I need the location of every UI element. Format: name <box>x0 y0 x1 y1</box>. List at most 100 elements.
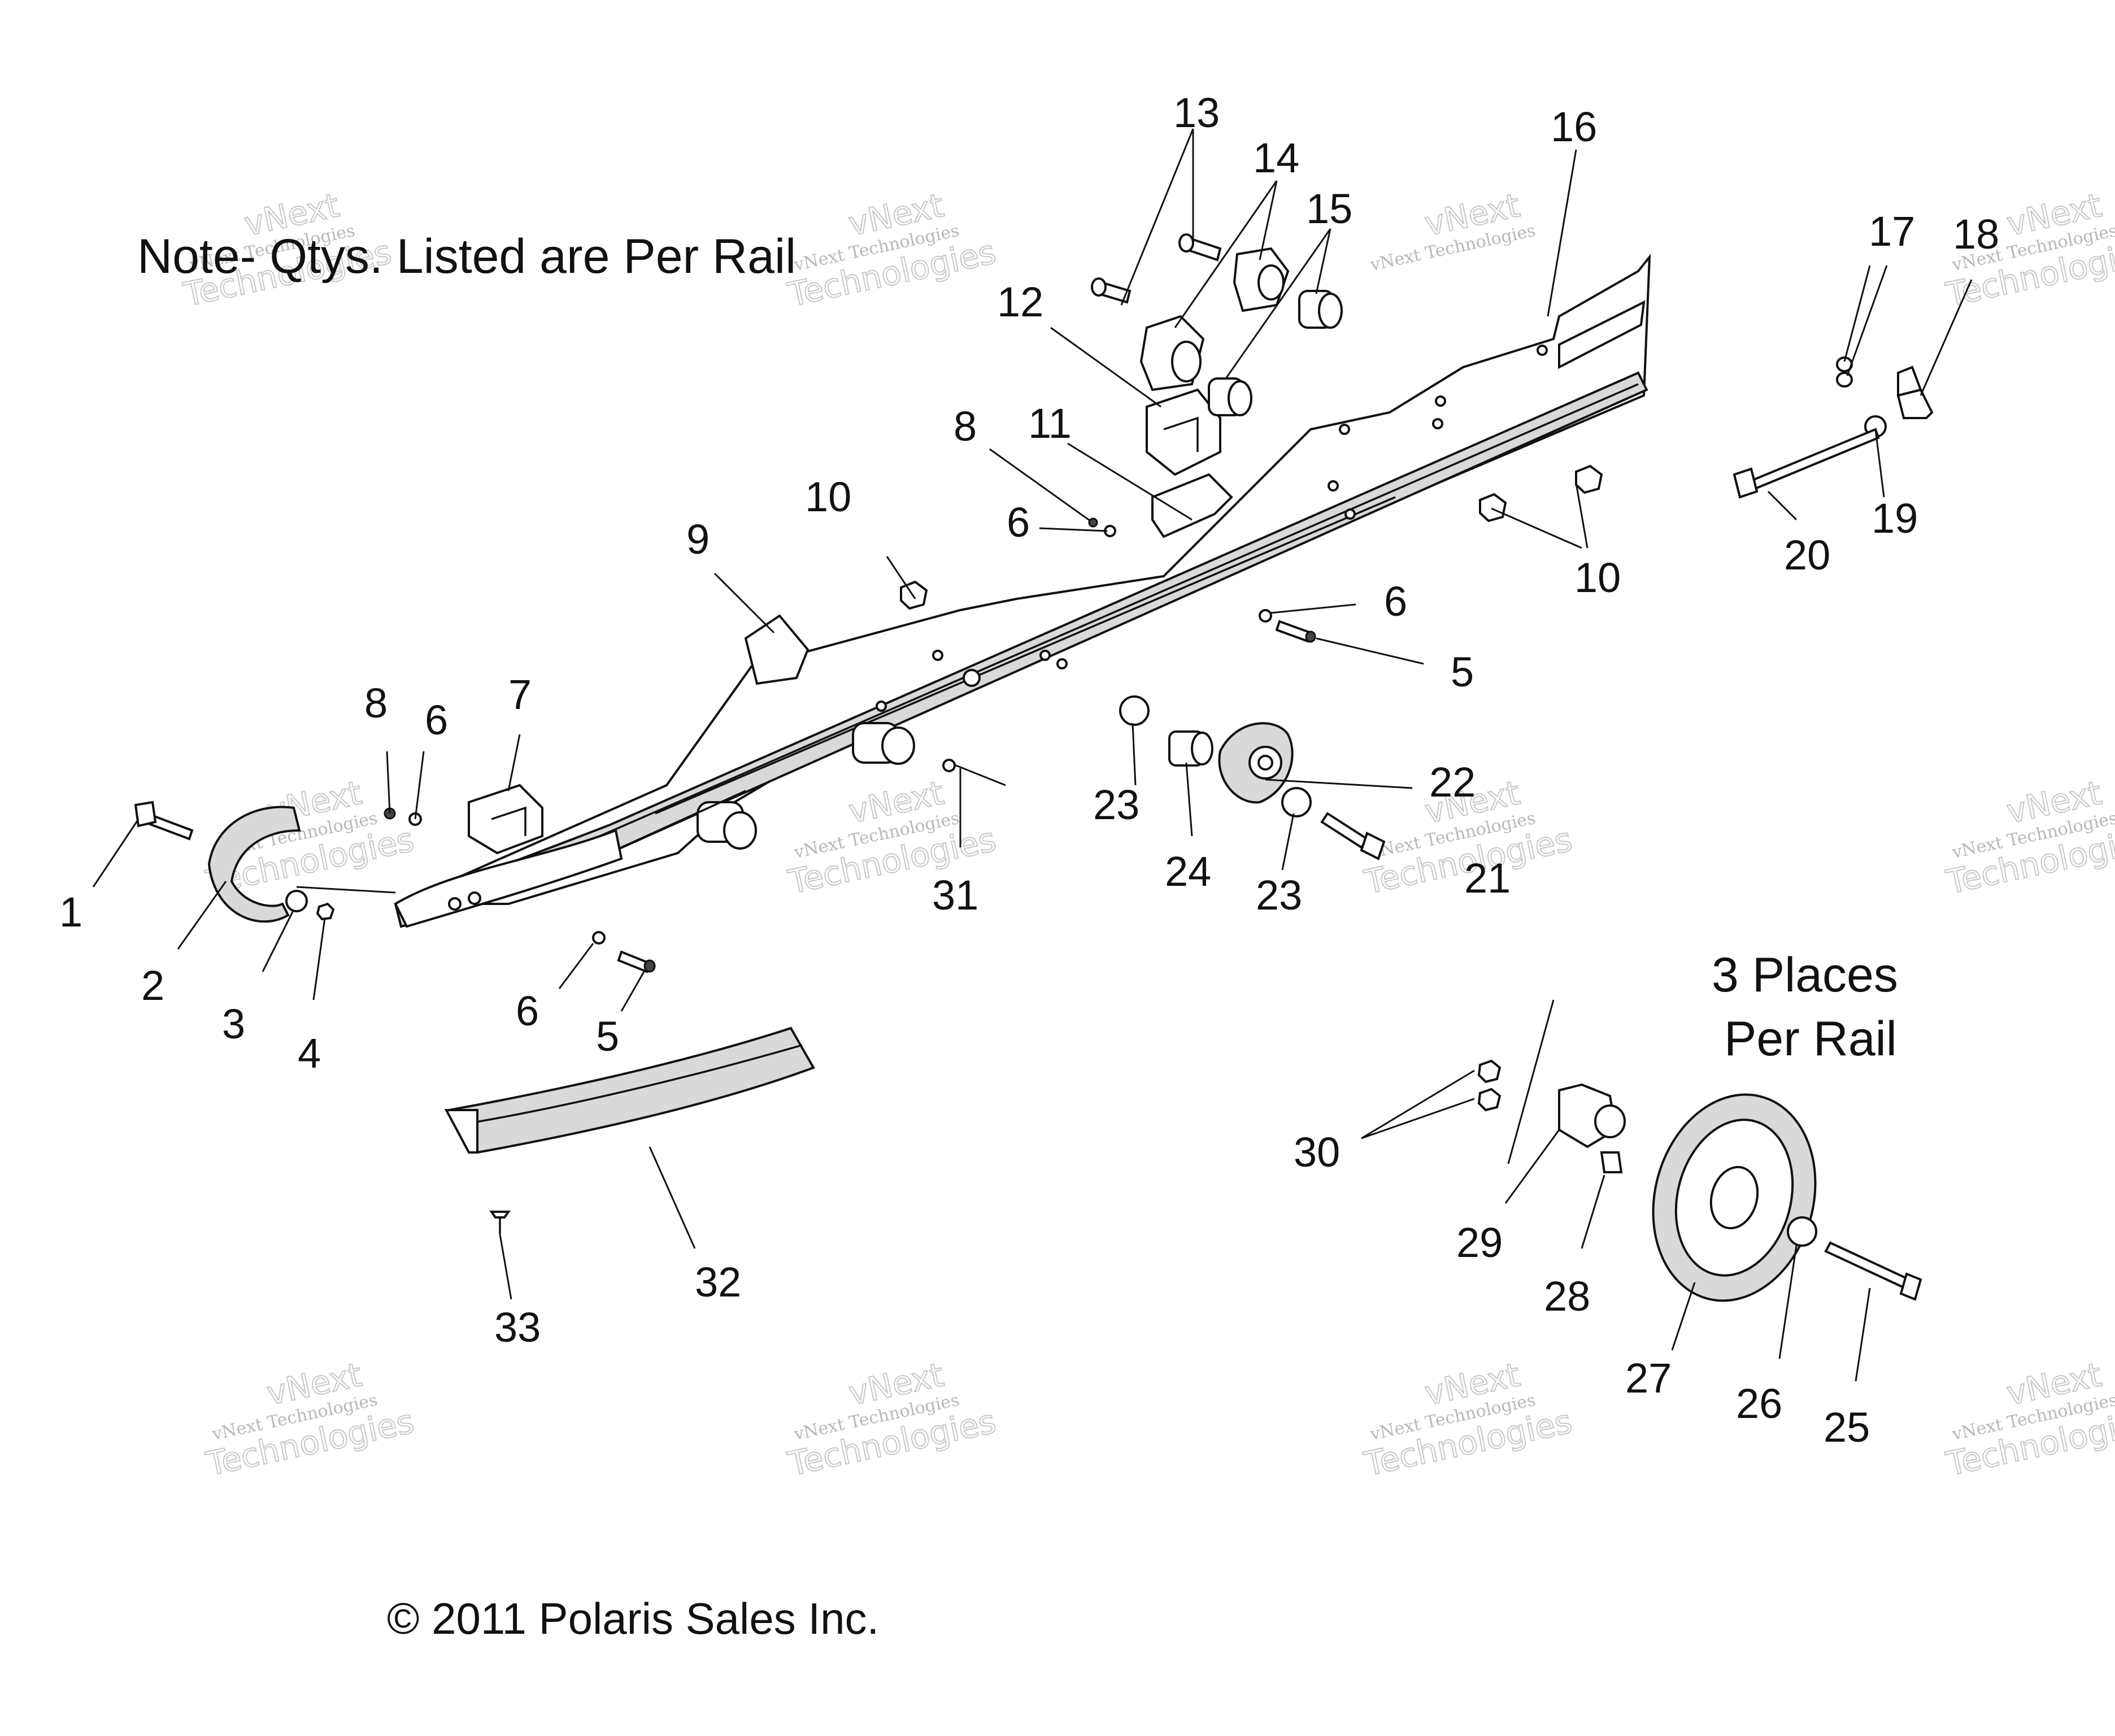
callout-11: 11 <box>1028 400 1072 447</box>
watermark: vNext Technologies vNext <box>1368 185 1538 275</box>
callout-8: 8 <box>954 403 977 450</box>
rail-hole <box>1339 424 1350 435</box>
callout-33: 33 <box>494 1304 541 1351</box>
part-31-bolt <box>942 759 1006 786</box>
callout-25: 25 <box>1824 1404 1870 1451</box>
callout-29: 29 <box>1456 1219 1503 1266</box>
part-29-bracket <box>1558 1083 1626 1148</box>
callout-22: 22 <box>1429 759 1476 806</box>
part-17-nut <box>1836 356 1853 388</box>
callout-31: 31 <box>932 872 978 919</box>
callout-6: 6 <box>516 987 539 1034</box>
watermark: vNext Technologies vNext Technologies <box>784 185 1000 315</box>
callout-1: 1 <box>59 889 82 936</box>
rail-slot <box>1558 300 1646 369</box>
part-30-nut <box>1477 1059 1502 1084</box>
rail-hole <box>1039 650 1051 661</box>
part-10-nut <box>1479 493 1507 523</box>
part-23-washer <box>1119 695 1150 726</box>
rail-bushing <box>697 801 757 850</box>
callout-10: 10 <box>805 473 851 520</box>
part-10-nut <box>900 580 928 610</box>
callout-numbers: 13 14 15 16 17 18 12 11 8 10 6 9 10 20 1… <box>59 89 1999 1451</box>
callout-2: 2 <box>141 962 164 1009</box>
callout-6: 6 <box>1007 499 1030 546</box>
part-15-spacer <box>1298 290 1343 329</box>
part-13-bolt <box>1091 277 1132 304</box>
part-15-spacer <box>1208 377 1252 416</box>
part-1-bolt <box>134 800 194 841</box>
callout-8: 8 <box>364 680 388 726</box>
part-5-bolt <box>617 950 656 973</box>
detail-divider <box>1507 999 1555 1164</box>
rail-hole <box>963 669 981 687</box>
callout-5: 5 <box>596 1013 619 1060</box>
part-4-nut <box>316 902 335 921</box>
watermark: vNext Technologies vNext Technologies <box>1942 1355 2115 1484</box>
callout-5: 5 <box>1451 649 1474 695</box>
rail-holes <box>448 345 1548 911</box>
part-6-washer <box>1259 609 1272 623</box>
callout-14: 14 <box>1253 134 1299 181</box>
part-33-screw <box>489 1211 511 1234</box>
callout-6: 6 <box>425 697 448 743</box>
part-10-nut <box>1575 464 1603 494</box>
callout-12: 12 <box>997 279 1043 325</box>
part-25-bolt <box>1824 1241 1922 1301</box>
part-11-bracket <box>1151 473 1233 538</box>
part-3-washer <box>285 890 308 912</box>
rail-hole <box>1328 480 1339 491</box>
callout-30: 30 <box>1294 1129 1340 1176</box>
callout-23: 23 <box>1256 872 1302 919</box>
callout-17: 17 <box>1869 208 1915 255</box>
leader-lines <box>92 128 1973 1382</box>
callout-23: 23 <box>1093 781 1139 828</box>
part-14-bushing <box>1139 315 1205 391</box>
part-20-bolt <box>1733 428 1880 499</box>
part-9-plate <box>744 614 810 685</box>
rail-hole <box>1432 418 1443 429</box>
rail-hole <box>1056 658 1068 669</box>
part-18-bracket <box>1896 366 1934 419</box>
callout-32: 32 <box>695 1259 741 1306</box>
rail-bushing <box>852 722 915 765</box>
rail-hole <box>1344 508 1356 520</box>
rail-hole <box>1537 345 1548 356</box>
callout-20: 20 <box>1784 532 1830 578</box>
part-26-washer <box>1787 1216 1817 1247</box>
callout-10: 10 <box>1574 554 1621 601</box>
watermark: vNext Technologies vNext Technologies <box>1942 773 2115 902</box>
rail-hole <box>932 650 943 661</box>
part-13-bolt <box>1178 233 1222 262</box>
places-note-line1: 3 Places <box>1712 948 1898 1002</box>
part-23-washer <box>1281 787 1312 817</box>
callout-27: 27 <box>1625 1355 1672 1402</box>
part-6-washer <box>592 931 606 945</box>
callout-4: 4 <box>298 1030 321 1077</box>
rail-assembly <box>394 253 1651 928</box>
rail-hole <box>468 891 481 905</box>
callout-18: 18 <box>1953 211 1999 258</box>
callout-7: 7 <box>508 671 532 718</box>
rail-edge <box>621 790 746 849</box>
callout-3: 3 <box>222 1000 245 1047</box>
callout-9: 9 <box>686 516 710 563</box>
part-24-spacer <box>1168 730 1213 767</box>
callout-6: 6 <box>1384 578 1407 625</box>
part-21-bolt <box>1320 812 1386 860</box>
part-27-idler-wheel <box>1652 1093 1817 1302</box>
watermark: vNext Technologies vNext Technologies <box>1360 1355 1576 1484</box>
callout-21: 21 <box>1464 855 1511 902</box>
part-8-nut <box>1088 517 1098 528</box>
rail-hole <box>876 701 887 712</box>
callout-26: 26 <box>1736 1380 1782 1427</box>
watermark: vNext Technologies vNext Technologies <box>202 1355 418 1484</box>
watermark: vNext Technologies vNext Technologies <box>784 1355 1000 1484</box>
part-28-bolt <box>1600 1151 1623 1173</box>
callout-15: 15 <box>1306 185 1352 232</box>
watermark-layer: vNext Technologies vNext Technologies vN… <box>180 185 2115 1484</box>
note-qtys-per-rail: Note- Qtys. Listed are Per Rail <box>137 229 796 284</box>
part-22-wheel <box>1218 722 1294 804</box>
part-14-bushing <box>1233 247 1290 312</box>
